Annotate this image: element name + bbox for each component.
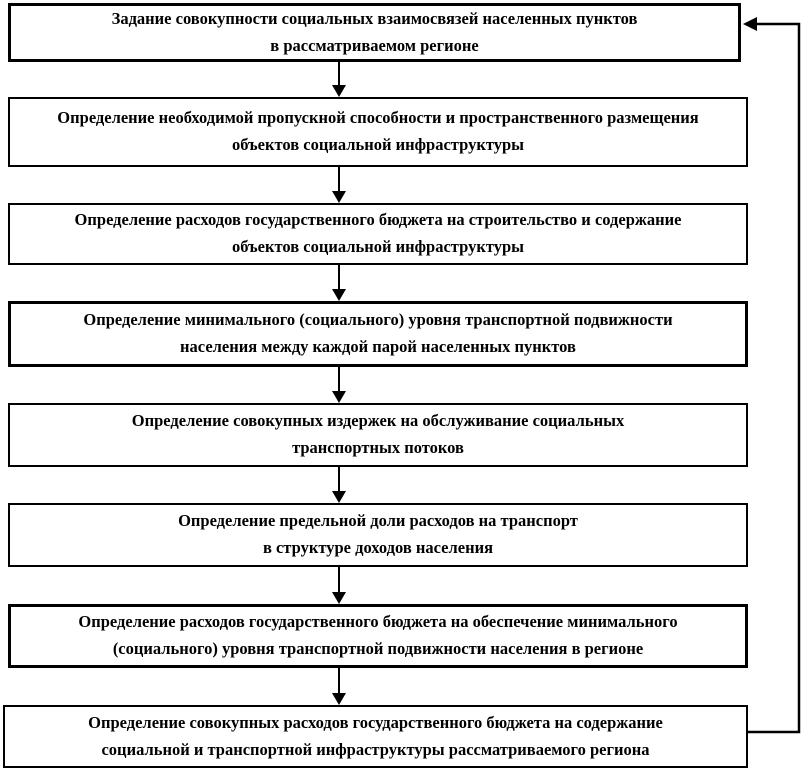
box-1-line-1: Задание совокупности социальных взаимосв… (111, 8, 638, 28)
box-6-line-2: в структуре доходов населения (262, 538, 494, 557)
box-7-line-2: (социального) уровня транспортной подвиж… (112, 639, 644, 658)
arrow-down-icon-6 (332, 567, 346, 604)
box-3-line-1: Определение расходов государственного бю… (74, 210, 682, 230)
box-6-line-1: Определение предельной доли расходов на … (178, 511, 578, 531)
flowchart-box-8: Определение совокупных расходов государс… (3, 705, 748, 768)
box-8-line-2: социальной и транспортной инфраструктуры… (101, 739, 650, 759)
arrow-down-icon-5 (332, 467, 346, 503)
box-5-line-1: Определение совокупных издержек на обслу… (131, 411, 625, 431)
box-2-line-1: Определение необходимой пропускной спосо… (57, 108, 699, 128)
flowchart-box-5: Определение совокупных издержек на обслу… (8, 403, 748, 467)
flowchart-box-4: Определение минимального (социального) у… (8, 301, 748, 367)
box-4-line-2: населения между каждой парой населенных … (180, 337, 576, 356)
feedback-arrow (743, 17, 801, 734)
box-5-line-2: транспортных потоков (292, 438, 464, 457)
flowchart-box-7: Определение расходов государственного бю… (8, 604, 748, 668)
flowchart-box-1: Задание совокупности социальных взаимосв… (8, 3, 741, 62)
box-1-line-2: в рассматриваемом регионе (270, 35, 479, 55)
flowchart-box-3: Определение расходов государственного бю… (8, 203, 748, 265)
box-8-line-1: Определение совокупных расходов государс… (88, 712, 663, 732)
box-4-line-1: Определение минимального (социального) у… (83, 310, 673, 330)
arrow-down-icon-4 (332, 367, 346, 403)
arrow-down-icon-7 (332, 668, 346, 705)
box-2-line-2: объектов социальной инфраструктуры (231, 135, 525, 154)
arrow-down-icon-1 (332, 62, 346, 97)
flowchart-box-2: Определение необходимой пропускной спосо… (8, 97, 748, 167)
box-7-line-1: Определение расходов государственного бю… (78, 612, 678, 632)
flowchart-box-6: Определение предельной доли расходов на … (8, 503, 748, 567)
arrow-down-icon-2 (332, 167, 346, 203)
box-3-line-2: объектов социальной инфраструктуры (231, 237, 525, 256)
arrow-down-icon-3 (332, 265, 346, 301)
